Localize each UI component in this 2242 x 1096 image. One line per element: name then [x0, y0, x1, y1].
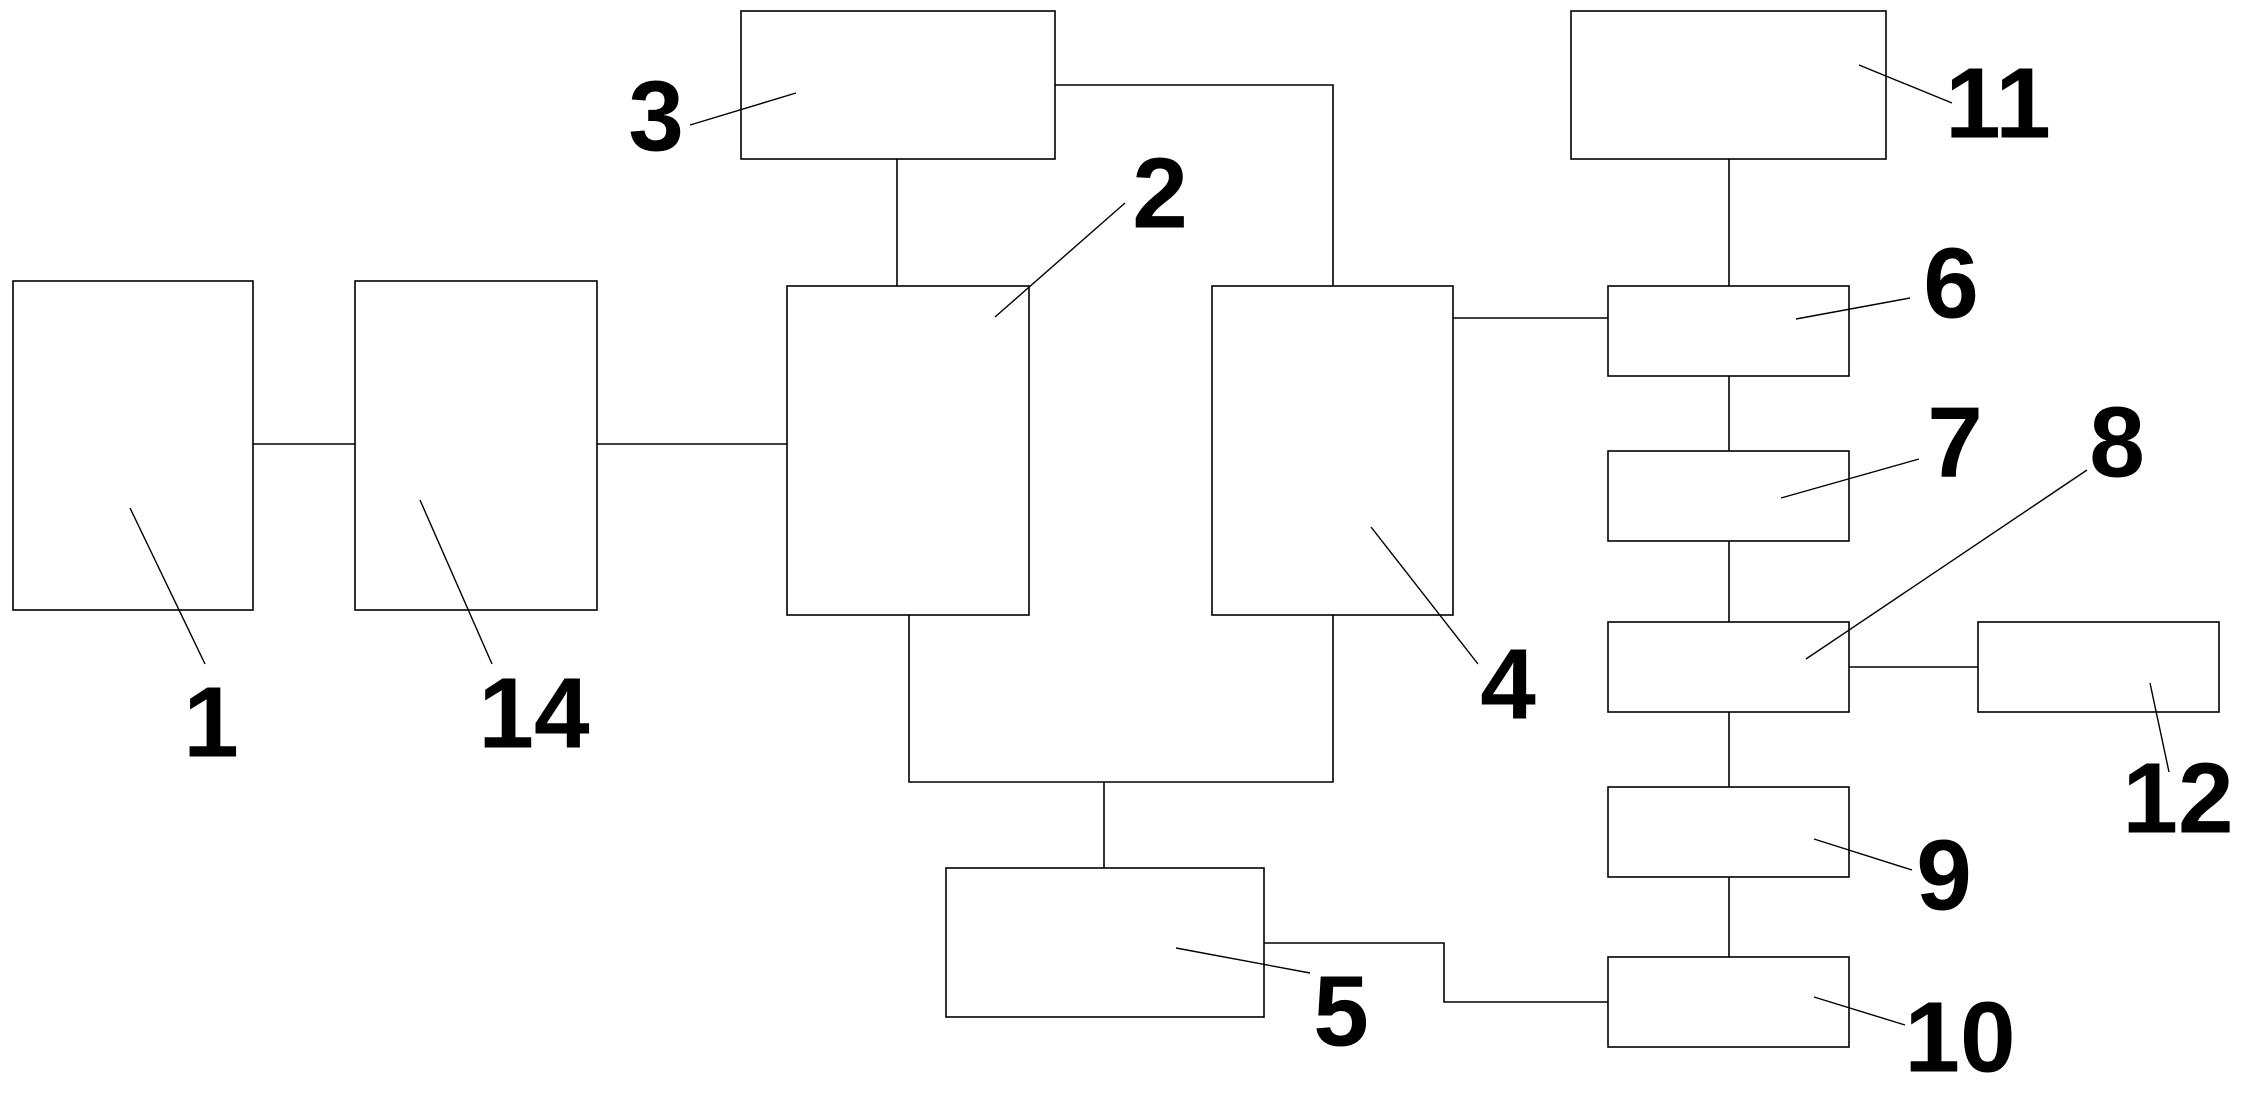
leader-7 — [1780, 458, 1920, 499]
block-9 — [1607, 786, 1850, 878]
label-9: 9 — [1916, 819, 1972, 931]
leader-11 — [1858, 64, 1953, 104]
blocks — [12, 10, 2220, 1048]
label-2: 2 — [1132, 137, 1188, 249]
block-6 — [1607, 285, 1850, 377]
block-2 — [786, 285, 1030, 616]
block-12 — [1977, 621, 2220, 713]
label-10: 10 — [1904, 981, 2015, 1093]
leader-2 — [994, 202, 1126, 318]
label-14: 14 — [478, 657, 590, 769]
leader-lines — [129, 64, 2170, 1026]
label-11: 11 — [1945, 47, 2051, 159]
leader-6 — [1795, 297, 1911, 320]
leader-1 — [129, 507, 206, 665]
label-6: 6 — [1923, 227, 1979, 339]
leader-9 — [1813, 838, 1913, 871]
label-3: 3 — [628, 60, 684, 172]
leader-12 — [2149, 682, 2170, 773]
leader-3 — [689, 92, 797, 126]
block-7 — [1607, 450, 1850, 542]
label-5: 5 — [1313, 955, 1369, 1067]
label-7: 7 — [1927, 386, 1983, 498]
leader-5 — [1175, 947, 1311, 974]
wire-2-4-bus — [908, 615, 1334, 783]
label-12: 12 — [2122, 742, 2233, 854]
label-8: 8 — [2089, 386, 2145, 498]
wire-5-10 — [1264, 942, 1608, 1003]
block-10 — [1607, 956, 1850, 1048]
leader-10 — [1813, 996, 1906, 1026]
block-3 — [740, 10, 1056, 160]
block-1 — [12, 280, 254, 611]
block-14 — [354, 280, 598, 611]
label-1: 1 — [183, 666, 239, 778]
leader-14 — [419, 499, 493, 665]
connection-lines — [253, 84, 1978, 1003]
block-11 — [1570, 10, 1887, 160]
block-5 — [945, 867, 1265, 1018]
block-8 — [1607, 621, 1850, 713]
reference-numerals: 1 14 3 2 4 5 11 6 7 8 9 10 12 — [183, 47, 2233, 1093]
leader-8 — [1805, 469, 2088, 660]
wire-3-4 — [1055, 84, 1334, 286]
leader-4 — [1370, 526, 1479, 665]
block-4 — [1211, 285, 1454, 616]
label-4: 4 — [1480, 628, 1536, 740]
